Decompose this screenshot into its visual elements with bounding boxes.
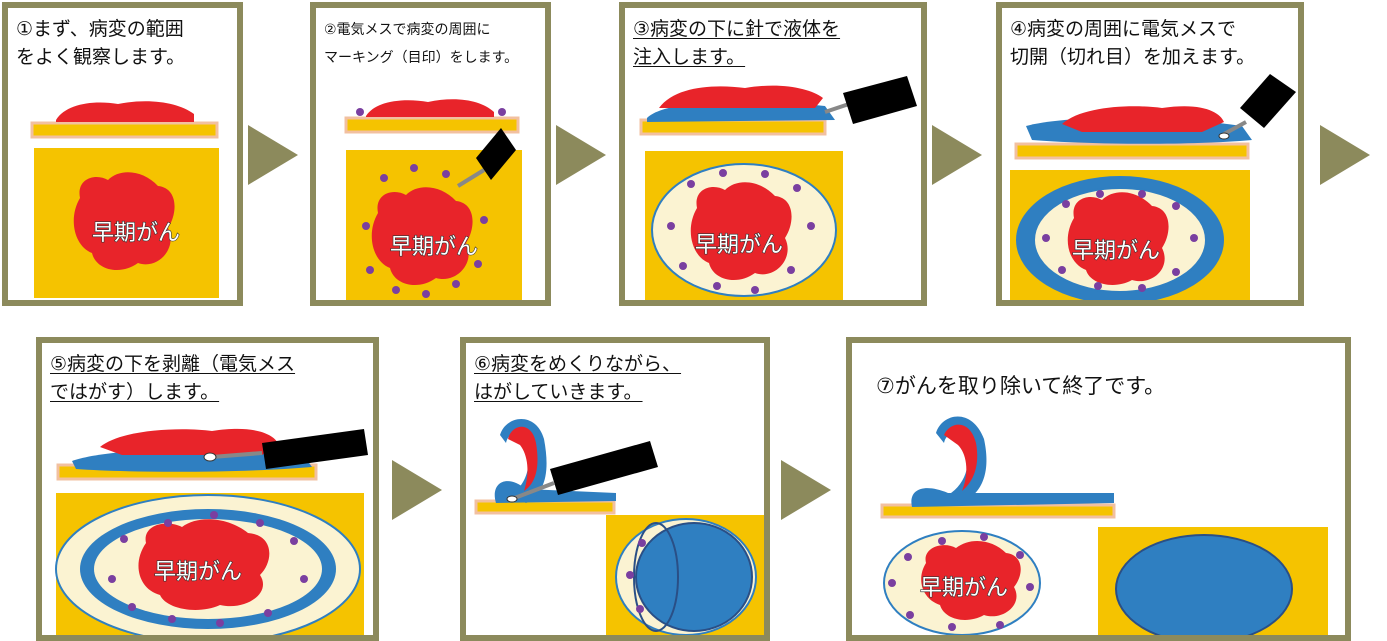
step-1-caption: ①まず、病変の範囲 をよく観察します。 <box>16 16 185 71</box>
arrow-1 <box>248 125 298 185</box>
arrow-3 <box>932 125 982 185</box>
step-5-line2: ではがす）します。 <box>50 380 220 403</box>
arrow-2 <box>556 125 606 185</box>
step-1-lesion-label: 早期がん <box>92 221 180 246</box>
step-7-lesion-label: 早期がん <box>920 576 1008 601</box>
step-7-panel: ⑦がんを取り除いて終了です。 早期がん <box>846 337 1351 641</box>
step-4-line1: ④病変の周囲に電気メスで <box>1010 18 1237 40</box>
step-2-panel: ②電気メスで病変の周囲に マーキング（目印）をします。 早期がん <box>310 2 551 306</box>
step-1-line2: をよく観察します。 <box>16 45 186 68</box>
step-6-line2: はがしていきます。 <box>474 380 643 403</box>
step-5-illustration: 早期がん <box>55 428 368 635</box>
step-7-line1: ⑦がんを取り除いて終了です。 <box>876 374 1166 398</box>
step-6-caption: ⑥病変をめくりながら、 はがしていきます。 <box>474 351 681 406</box>
step-7-caption: ⑦がんを取り除いて終了です。 <box>876 371 1165 401</box>
step-4-line2: 切開（切れ目）を加えます。 <box>1010 45 1256 68</box>
step-4-caption: ④病変の周囲に電気メスで 切開（切れ目）を加えます。 <box>1010 16 1255 71</box>
step-6-panel: ⑥病変をめくりながら、 はがしていきます。 <box>460 337 770 641</box>
step-3-lesion-label: 早期がん <box>695 233 783 258</box>
step-5-line1: ⑤病変の下を剥離（電気メス <box>50 353 296 375</box>
step-1-panel: ①まず、病変の範囲 をよく観察します。 早期がん <box>2 2 243 306</box>
step-3-line1: ③病変の下に針で液体を <box>633 18 841 40</box>
step-1-line1: ①まず、病変の範囲 <box>16 18 184 40</box>
step-2-line2: マーキング（目印）をします。 <box>324 50 519 66</box>
step-3-illustration: 早期がん <box>639 76 917 300</box>
step-2-line1: ②電気メスで病変の周囲に <box>324 22 491 38</box>
step-3-caption: ③病変の下に針で液体を 注入します。 <box>633 16 840 71</box>
step-6-line1: ⑥病変をめくりながら、 <box>474 353 682 375</box>
arrow-5 <box>392 460 442 520</box>
step-5-panel: ⑤病変の下を剥離（電気メス ではがす）します。 早期がん <box>36 337 379 641</box>
step-5-lesion-label: 早期がん <box>154 560 242 585</box>
arrow-6 <box>781 460 831 520</box>
step-5-caption: ⑤病変の下を剥離（電気メス ではがす）します。 <box>50 351 295 406</box>
step-4-illustration: 早期がん <box>1010 74 1296 300</box>
step-6-illustration <box>474 419 764 635</box>
step-4-panel: ④病変の周囲に電気メスで 切開（切れ目）を加えます。 早期がん <box>996 2 1304 306</box>
step-2-illustration: 早期がん <box>344 99 522 300</box>
step-2-lesion-label: 早期がん <box>390 235 478 260</box>
step-2-caption: ②電気メスで病変の周囲に マーキング（目印）をします。 <box>324 16 518 72</box>
step-4-lesion-label: 早期がん <box>1072 239 1160 264</box>
step-1-illustration: 早期がん <box>30 101 219 298</box>
step-7-illustration: 早期がん <box>880 416 1328 635</box>
step-3-panel: ③病変の下に針で液体を 注入します。 早期がん <box>619 2 927 306</box>
arrow-4 <box>1320 125 1370 185</box>
step-3-line2: 注入します。 <box>633 45 746 68</box>
